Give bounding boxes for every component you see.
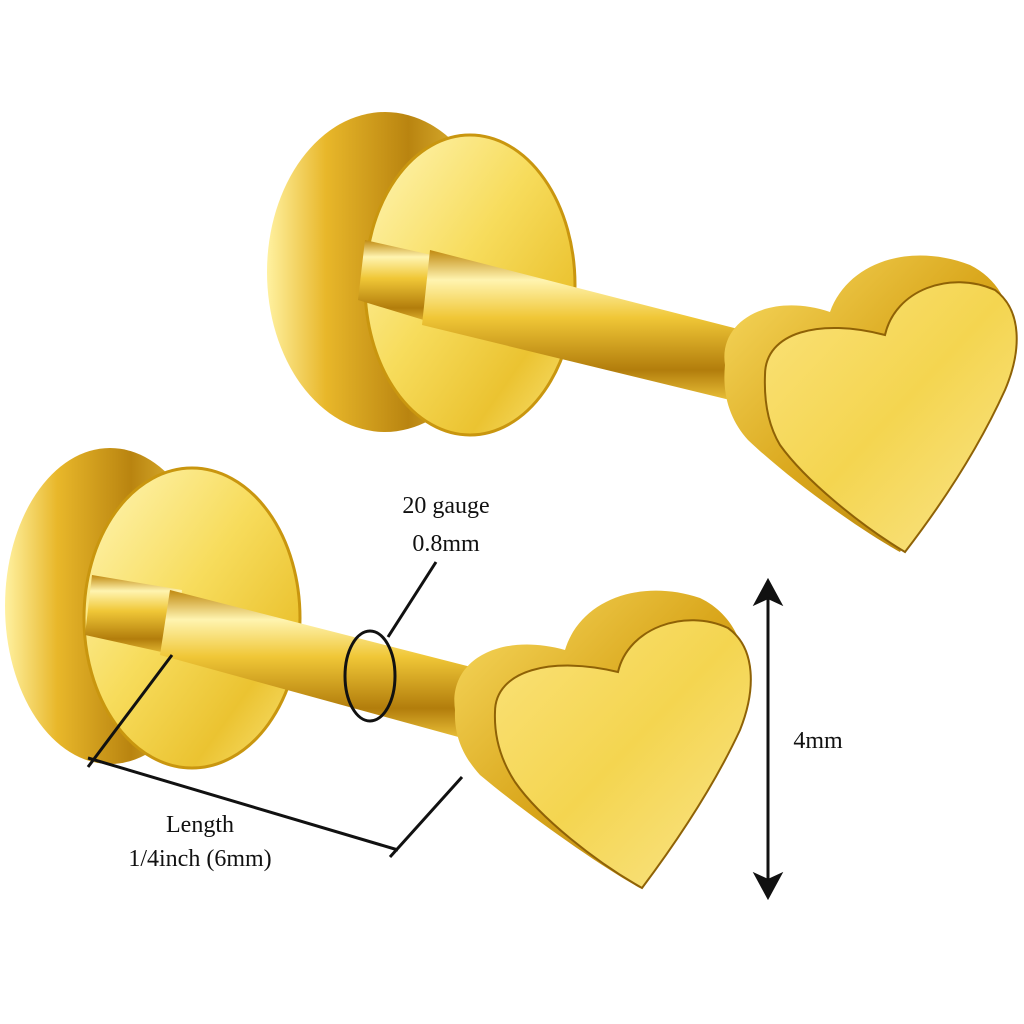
length-tick-right — [388, 775, 464, 859]
length-size-label: 1/4inch (6mm) — [128, 846, 271, 872]
height-label: 4mm — [793, 728, 843, 754]
length-label: Length — [166, 812, 234, 838]
gauge-leader-line — [386, 561, 438, 638]
height-arrow-bottom — [752, 871, 784, 901]
gauge-label: 20 gauge — [402, 493, 489, 519]
height-annotation: 4mm — [752, 577, 843, 901]
post-bar — [422, 250, 742, 400]
earring-bottom — [5, 448, 752, 890]
gauge-annotation: 20 gauge 0.8mm — [343, 493, 490, 723]
length-dimension-line — [87, 756, 399, 852]
post-collar — [358, 240, 445, 325]
length-tick-left — [86, 654, 174, 768]
earring-top — [267, 112, 1018, 554]
height-arrow-top — [752, 577, 784, 607]
heart-front-face — [493, 619, 752, 890]
gauge-callout-ring — [343, 629, 397, 723]
gauge-size-label: 0.8mm — [412, 531, 480, 557]
post-bar — [160, 590, 475, 738]
length-annotation: Length 1/4inch (6mm) — [86, 654, 464, 872]
post-collar — [85, 575, 182, 655]
heart-front-face — [763, 281, 1018, 554]
